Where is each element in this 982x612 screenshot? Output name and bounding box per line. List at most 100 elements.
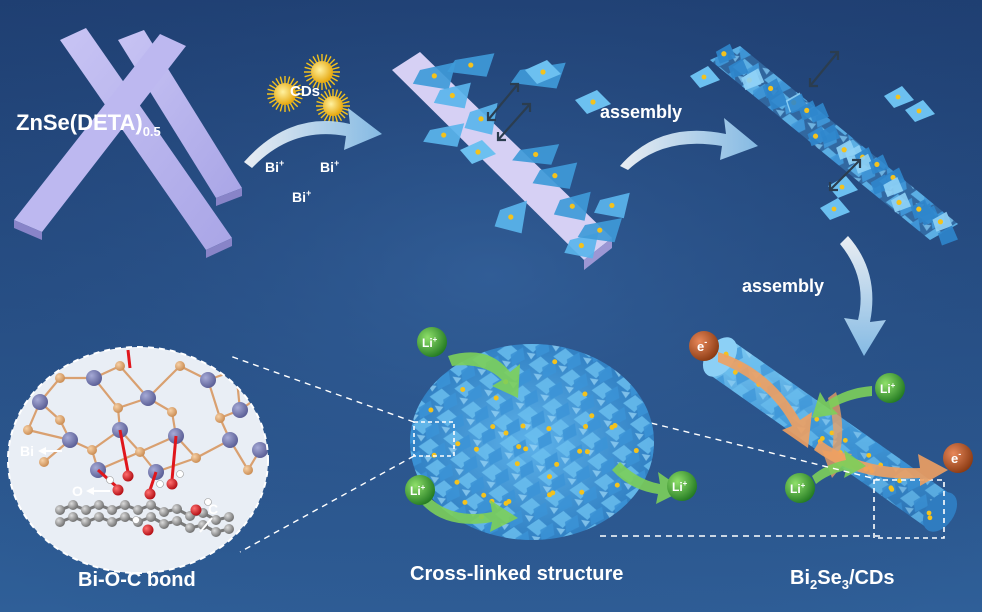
cd-dot [589,413,595,419]
coated-belt [392,52,630,270]
carbon-dot [304,54,340,90]
cd-dot [583,424,589,430]
cd-dot [462,499,468,505]
h-atom [106,476,114,484]
c-atom [224,524,234,534]
assembly-label-1: assembly [600,102,682,122]
c-atom [120,500,130,510]
bi-atom [232,402,248,418]
c-atom [211,515,221,525]
se-atom [55,415,65,425]
se-atom [39,457,49,467]
li-ion-tube-1: Li+ [875,373,905,403]
bi-atom [32,394,48,410]
c-atom [94,512,104,522]
assembly-arrow-1 [620,118,758,170]
nanosheet [423,123,465,147]
cd-dot [454,479,460,485]
cd-dot [814,416,820,422]
atom-label-bi: Bi [20,443,62,459]
zoom-line-bond-2 [239,455,415,553]
o-atom [122,470,134,482]
precursor-label: ZnSe(DETA)0.5 [16,110,161,139]
atom-label-o: O [72,483,110,499]
cd-dot [503,430,509,436]
rod-nanosheet [808,102,829,123]
carbon-dot [316,89,350,123]
cd-dot [926,510,932,516]
electron-2: e- [943,443,973,473]
bi-ion-3: Bi+ [292,188,311,205]
c-atom [55,505,65,515]
nanosheet [553,191,591,221]
free-nanosheet [460,140,496,164]
nanosheet [433,82,471,109]
h-atom [176,470,184,478]
se-atom [191,453,201,463]
o-atom [144,488,156,500]
free-nanosheet [884,86,914,108]
nanosheet [577,218,622,243]
svg-text:Li+: Li+ [790,481,806,496]
se-atom [175,361,185,371]
nanosheet [564,232,599,259]
exchange-arrows-2 [808,50,862,192]
nanosheet [532,162,578,189]
cds-label: CDs [290,83,320,100]
nanosheet [594,192,630,219]
svg-text:Li+: Li+ [880,381,896,396]
cd-dot [819,436,825,441]
h-atom [132,516,140,524]
nanosheet [447,53,495,77]
free-nanosheet [525,60,561,84]
svg-text:Li+: Li+ [410,483,426,498]
nanosheet [494,200,528,234]
c-atom [55,517,65,527]
cd-dot [493,395,499,401]
li-arrow-disc-3 [612,462,684,504]
reaction-arrow-1 [244,108,382,168]
c-atom [107,517,117,527]
se-atom [167,407,177,417]
li-arrow-tube-1 [812,386,872,418]
cd-dot [897,478,902,484]
c-atom [146,500,156,510]
o-atom [166,478,178,490]
li-ion-disc-3: Li+ [667,471,697,501]
nanosheet [512,144,560,165]
c-atom [159,519,169,529]
svg-text:e-: e- [951,449,961,466]
bi-atom [252,442,268,458]
bi-ion-1: Bi+ [265,158,284,175]
svg-text:C: C [208,501,218,517]
electron-1: e- [689,331,719,361]
tube-zoom-box [873,479,945,539]
se-atom [23,425,33,435]
h-atom [204,498,212,506]
cd-dot [584,449,590,455]
crosslinked-caption: Cross-linked structure [410,563,623,585]
cd-dot [577,448,583,454]
cd-dot [546,474,552,480]
rod-nanosheet [820,123,841,144]
rod-nanosheet [868,154,889,175]
electron-arrow-2 [814,440,948,486]
c-atom [172,504,182,514]
se-atom [113,403,123,413]
cd-dot [829,430,835,436]
cd-dot [516,444,522,450]
se-atom [215,413,225,423]
o-atom [112,484,124,496]
svg-text:Bi+: Bi+ [292,188,311,205]
svg-text:Bi+: Bi+ [320,158,339,175]
h-atom [156,480,164,488]
cross-linked-disc [410,344,654,540]
bi-atom [86,370,102,386]
cd-dot [523,446,529,452]
se-atom [115,361,125,371]
rod-nanosheet [883,176,904,197]
bi-atom [200,372,216,388]
c-atom [107,505,117,515]
c-atom [224,512,234,522]
